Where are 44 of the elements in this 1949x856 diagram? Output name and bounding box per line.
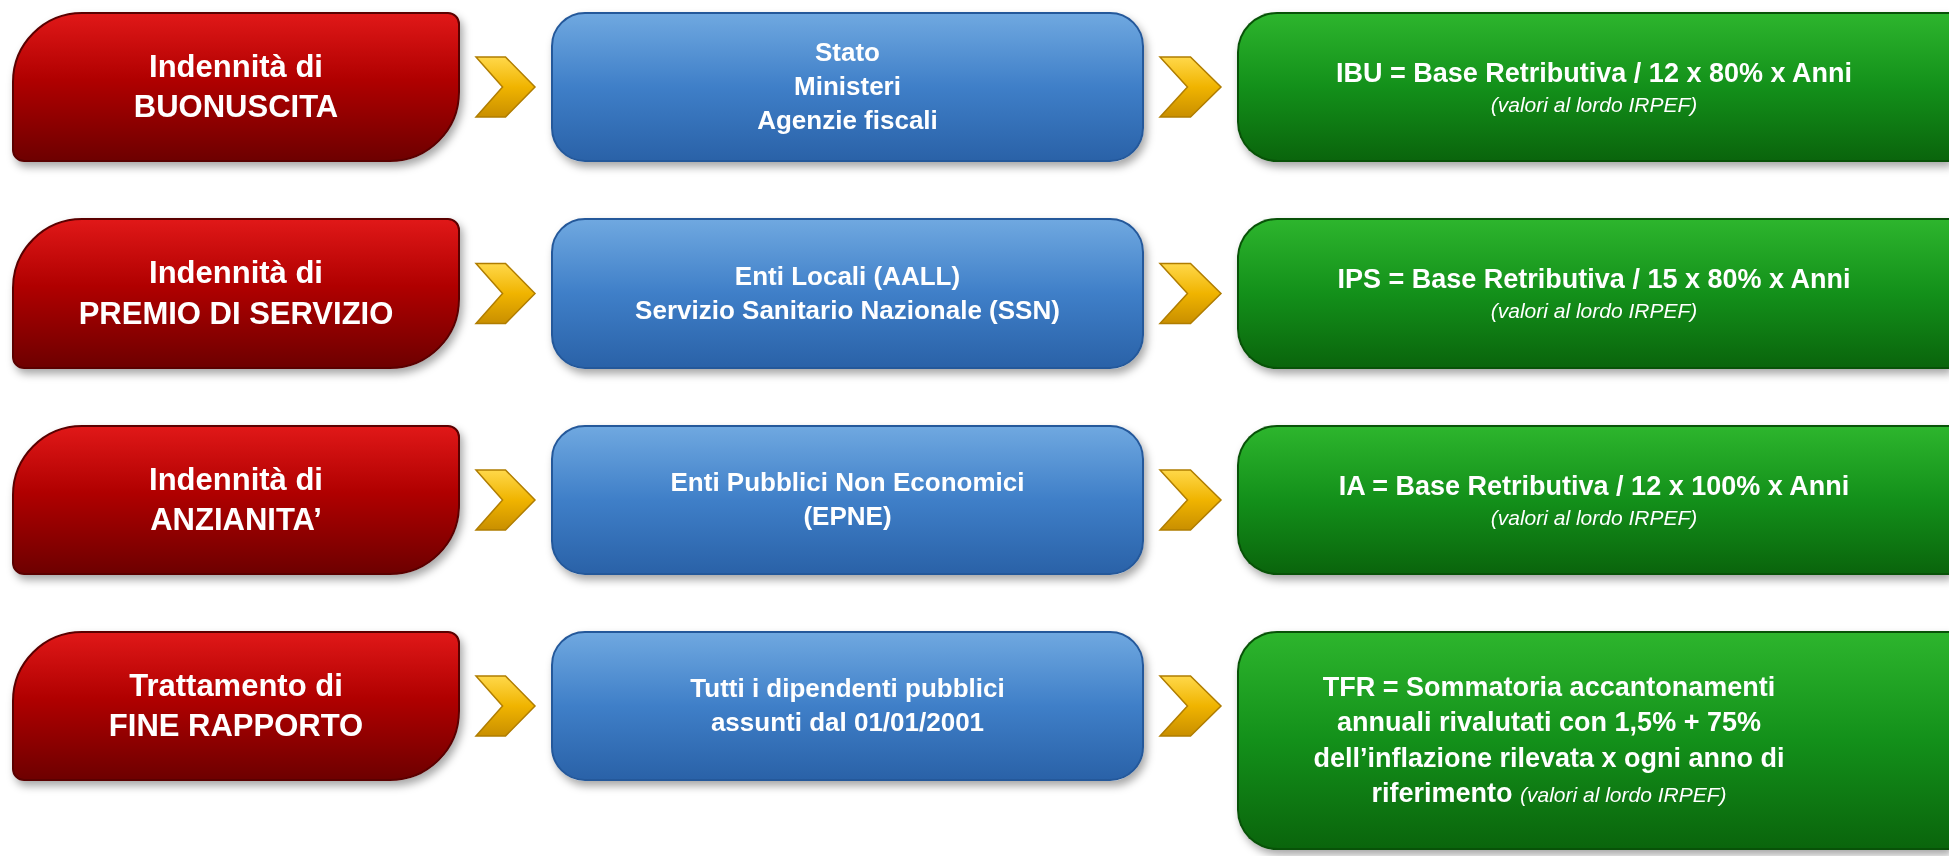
box-title: Servizio Sanitario Nazionale (SSN)	[635, 293, 1060, 327]
box-title: Indennità di	[149, 254, 323, 293]
box-title: BUONUSCITA	[133, 88, 339, 126]
employer-box	[551, 425, 1144, 575]
box-title: Ministeri	[794, 70, 901, 104]
box-title: Trattamento di	[129, 666, 343, 705]
formula-box	[1237, 12, 1949, 162]
box-note: (valori al lordo IRPEF)	[1490, 298, 1698, 325]
box-title: Tutti i dipendenti pubblici	[690, 672, 1005, 706]
chevron-arrow	[1158, 56, 1223, 118]
box-title: Indennità di	[149, 460, 323, 499]
chevron-arrow	[474, 56, 537, 118]
box-title: ANZIANITA’	[150, 501, 322, 539]
box-title: IPS = Base Retributiva / 15 x 80% x Anni	[1337, 263, 1851, 297]
box-title: (EPNE)	[803, 500, 892, 533]
box-title: Agenzie fiscali	[757, 103, 938, 137]
chevron-arrow	[474, 262, 537, 325]
box-title: assunti dal 01/01/2001	[710, 706, 985, 739]
category-box	[12, 12, 460, 162]
box-title: Stato	[815, 36, 880, 70]
employer-box	[551, 12, 1144, 162]
chevron-arrow	[1158, 262, 1223, 325]
category-box	[12, 425, 460, 575]
employer-box	[551, 218, 1144, 369]
box-title: Indennità di	[149, 47, 323, 86]
category-box	[12, 631, 460, 781]
box-title: Enti Locali (AALL)	[734, 259, 961, 293]
chevron-arrow	[474, 675, 537, 737]
box-title: IA = Base Retributiva / 12 x 100% x Anni	[1338, 469, 1850, 503]
box-title: PREMIO DI SERVIZIO	[78, 294, 394, 333]
formula-box	[1237, 218, 1949, 369]
box-title: TFR = Sommatoria accantonamenti annuali rivalutati con 1,5% + 75% dell’inflazione rilevata x ogni anno di riferimento (valori al lordo IRPEF)	[1312, 671, 1786, 810]
chevron-arrow	[1158, 469, 1223, 531]
chevron-arrow	[474, 469, 537, 531]
chevron-arrow	[1158, 675, 1223, 737]
formula-box	[1237, 631, 1949, 850]
box-title: IBU = Base Retributiva / 12 x 80% x Anni	[1336, 56, 1852, 90]
box-title: Enti Pubblici Non Economici	[670, 466, 1025, 500]
employer-box	[551, 631, 1144, 781]
formula-box	[1237, 425, 1949, 575]
category-box	[12, 218, 460, 369]
box-note: (valori al lordo IRPEF)	[1490, 91, 1698, 118]
box-title: FINE RAPPORTO	[108, 707, 364, 745]
box-note: (valori al lordo IRPEF)	[1490, 504, 1698, 531]
